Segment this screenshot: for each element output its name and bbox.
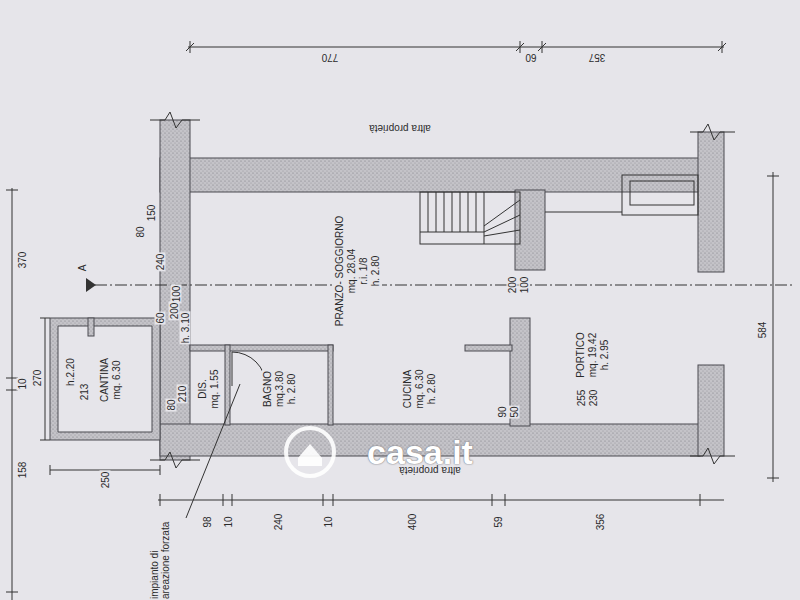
dimension-label: 200 <box>169 302 180 321</box>
note-text: impianto di areazione forzata <box>149 520 171 600</box>
room-area: CANTINAmq. 6.30 <box>80 330 142 430</box>
room-data: mq. 6.30 <box>414 369 426 410</box>
room-data: mq. 28.04 <box>346 215 358 328</box>
room-data: mq. 19.42 <box>587 331 599 378</box>
dimension-label: 255 <box>576 389 587 408</box>
dimension-label: 230 <box>588 389 599 408</box>
dimension-label: 98 <box>202 515 213 528</box>
room-name: CUCINA <box>402 369 414 410</box>
walls <box>50 120 724 460</box>
dimension-label: 100 <box>171 285 182 304</box>
dimension-lines <box>6 41 779 600</box>
dimension-label: 10 <box>223 515 234 528</box>
room-data: mq. 6.30 <box>111 357 123 403</box>
room-name: DIS. <box>197 369 209 410</box>
watermark-logo <box>286 428 334 476</box>
room-data: h. 2.80 <box>286 370 298 408</box>
dimension-label: 356 <box>595 513 606 532</box>
dimension-label: h.2.20 <box>65 357 76 387</box>
dimension-label: 50 <box>509 405 520 418</box>
watermark-house <box>298 444 322 466</box>
dimension-label: altra proprietà <box>368 123 432 134</box>
room-area: PRANZO- SOGGIORNOmq. 28.04r.i. 1/8h. 2.8… <box>318 198 398 344</box>
dimension-label: 270 <box>32 369 43 388</box>
dimension-label: 770 <box>321 52 340 63</box>
dimension-label: 59 <box>493 515 504 528</box>
room-text-group: PORTICOmq. 19.42h. 2.95 <box>575 331 611 378</box>
room-text-group: PRANZO- SOGGIORNOmq. 28.04r.i. 1/8h. 2.8… <box>334 215 382 328</box>
room-name: CANTINA <box>99 357 111 403</box>
dimension-label: 158 <box>17 461 28 480</box>
room-data: h. 2.80 <box>426 369 438 410</box>
room-text-group: BAGNOmq.3.80h. 2.80 <box>262 370 298 408</box>
dimension-label: 150 <box>146 204 157 223</box>
section-line <box>95 285 792 286</box>
dimension-label: 200 <box>507 276 518 295</box>
room-name: PRANZO- SOGGIORNO <box>334 215 346 328</box>
dimension-label: h. 3.10 <box>180 312 191 345</box>
room-text-group: CUCINAmq. 6.30h. 2.80 <box>402 369 438 410</box>
dimension-label: 400 <box>407 513 418 532</box>
room-name: PORTICO <box>575 331 587 378</box>
dimension-label: 90 <box>497 405 508 418</box>
dimension-label: A <box>77 264 88 273</box>
dimension-label: 80 <box>166 398 177 411</box>
room-area: BAGNOmq.3.80h. 2.80 <box>233 354 327 424</box>
dimension-label: 584 <box>757 321 768 340</box>
room-data: h. 2.80 <box>370 215 382 328</box>
room-text-group: CANTINAmq. 6.30 <box>99 357 123 403</box>
dimension-label: 213 <box>79 383 90 402</box>
room-data: r.i. 1/8 <box>358 215 370 328</box>
dimension-label: 80 <box>135 225 146 238</box>
dimension-label: 210 <box>177 385 188 404</box>
room-data: mq.3.80 <box>274 370 286 408</box>
room-data: mq. 1.55 <box>209 369 221 410</box>
dimension-label: 240 <box>155 253 166 272</box>
dimension-label: 10 <box>17 377 28 390</box>
section-arrow <box>86 278 96 292</box>
room-area: CUCINAmq. 6.30h. 2.80 <box>336 354 504 424</box>
room-data: h. 2.95 <box>599 331 611 378</box>
room-area: DIS.mq. 1.55 <box>192 354 225 424</box>
dimension-label: 357 <box>588 52 607 63</box>
fixtures <box>150 112 735 518</box>
dimension-label: 60 <box>524 52 537 63</box>
watermark: casa.it <box>366 433 474 471</box>
dimension-label: 60 <box>155 311 166 324</box>
room-text-group: DIS.mq. 1.55 <box>197 369 221 410</box>
dimension-label: 250 <box>100 471 111 490</box>
dimension-label: 370 <box>17 251 28 270</box>
room-name: BAGNO <box>262 370 274 408</box>
dimension-label: 10 <box>323 515 334 528</box>
dimension-label: 240 <box>273 513 284 532</box>
dimension-label: 100 <box>519 276 530 295</box>
